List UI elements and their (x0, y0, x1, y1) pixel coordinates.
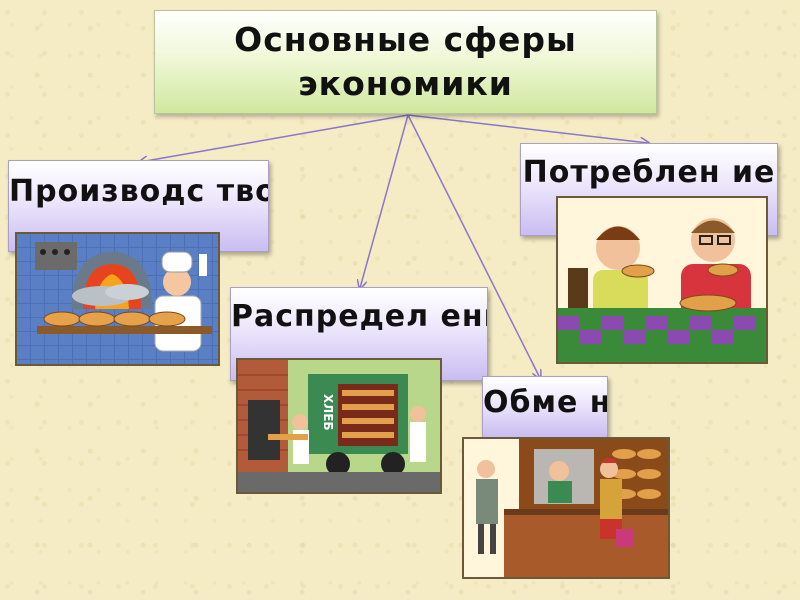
truck-sign: ХЛЕБ (321, 394, 335, 431)
sphere-exchange-label: Обме н (483, 385, 608, 420)
arrow-to-consumption (407, 114, 648, 143)
arrow-to-distribution (360, 114, 409, 288)
exchange-illustration (462, 437, 670, 579)
distribution-illustration: ХЛЕБ (236, 358, 442, 494)
production-illustration (15, 232, 220, 366)
title-box: Основные сферы экономики (154, 10, 657, 114)
arrow-to-production (140, 114, 409, 162)
page-title: Основные сферы экономики (234, 20, 577, 103)
sphere-production-label: Производс тво (9, 174, 269, 209)
consumption-illustration (556, 196, 768, 364)
sphere-consumption-label: Потреблен ие (522, 155, 776, 190)
arrow-to-exchange (407, 114, 540, 378)
sphere-exchange-box: Обме н (482, 376, 608, 438)
sphere-production-box: Производс тво (8, 160, 269, 252)
